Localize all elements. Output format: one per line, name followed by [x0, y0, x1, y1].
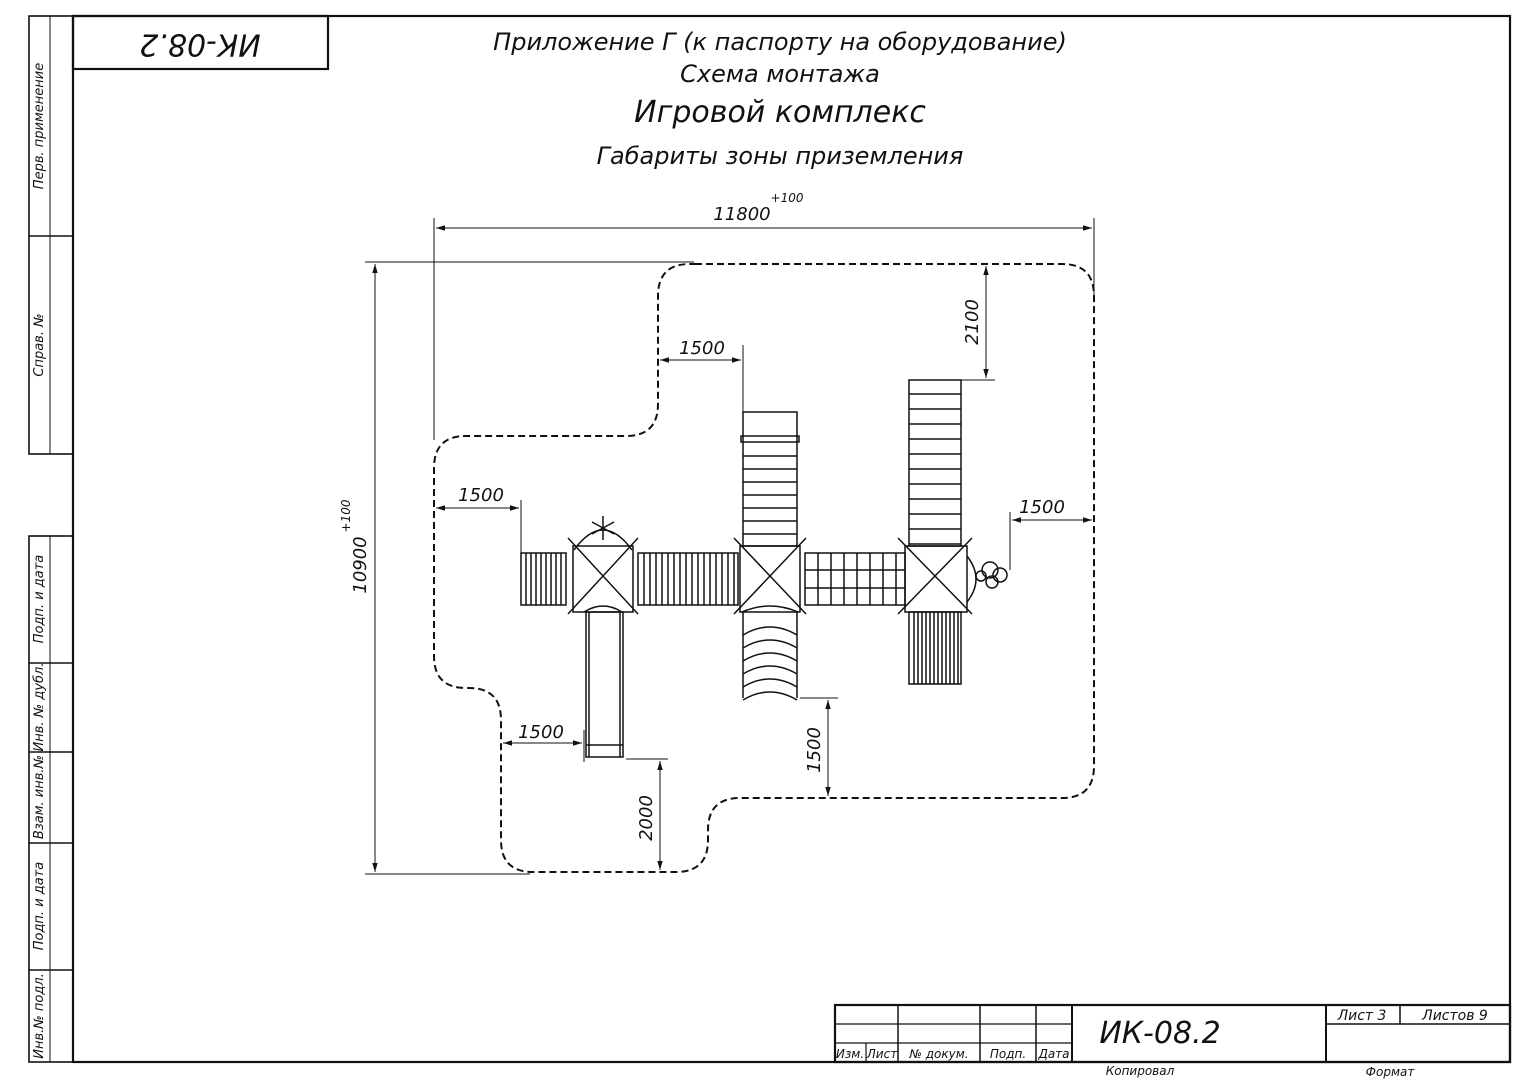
- dim-overall-width: 11800: [713, 204, 770, 225]
- tower-3: [897, 537, 977, 615]
- dim-overall-height-tol: +100: [339, 499, 353, 532]
- slide-1: [585, 611, 624, 758]
- net-tower-3: [908, 611, 962, 685]
- ladder-tower-3: [908, 379, 962, 547]
- title-block-texts: ИК-08.2 Лист 3 Листов 9 Изм. Лист № доку…: [836, 1008, 1488, 1079]
- rotated-code-label: ИК-08.2: [139, 27, 260, 62]
- tower-2: [733, 537, 807, 615]
- title-group: Приложение Г (к паспорту на оборудование…: [493, 28, 1067, 170]
- landing-zone-outline: [433, 263, 1095, 873]
- tb-n-dokum: № докум.: [908, 1047, 968, 1061]
- tb-izm: Изм.: [836, 1047, 864, 1061]
- tb-format: Формат: [1366, 1065, 1416, 1079]
- side-stamp-labels: Перв. применение Справ. № Подп. и дата И…: [32, 63, 47, 1059]
- side-label-podp-data-1: Подп. и дата: [32, 555, 47, 644]
- dim-left-offset: 1500: [458, 485, 504, 506]
- decor-wheel: [975, 561, 1008, 589]
- tb-data: Дата: [1037, 1047, 1069, 1061]
- side-label-perv-primen: Перв. применение: [32, 63, 47, 189]
- dim-bottom-left-offset: 1500: [518, 722, 564, 743]
- tb-list: Лист: [866, 1047, 898, 1061]
- dim-overall-width-tol: +100: [771, 191, 804, 205]
- dimension-labels: 11800 +100 10900 +100 1500 1500 1500 150…: [339, 191, 1065, 841]
- dimensions: [365, 218, 1095, 875]
- left-bridge: [520, 552, 567, 606]
- tower-1: [567, 516, 639, 615]
- dim-bottom-center-vertical: 1500: [804, 727, 825, 773]
- tb-kopiroval: Копировал: [1106, 1064, 1175, 1078]
- tb-sheets: Листов 9: [1421, 1008, 1488, 1024]
- title-line-3: Игровой комплекс: [634, 95, 926, 130]
- title-block: [833, 1003, 1512, 1064]
- bridge-2: [637, 552, 739, 606]
- title-line-2: Схема монтажа: [680, 60, 880, 88]
- side-label-inv-dubl: Инв. № дубл.: [32, 663, 47, 752]
- tb-doc-code: ИК-08.2: [1099, 1016, 1220, 1051]
- tb-sheet: Лист 3: [1337, 1008, 1387, 1024]
- dim-bottom-left-vertical: 2000: [636, 795, 657, 841]
- slide-tower-2: [742, 612, 798, 701]
- bridge-3: [804, 552, 906, 606]
- title-line-4: Габариты зоны приземления: [597, 142, 964, 170]
- dim-top-right-vertical: 2100: [962, 299, 983, 345]
- side-label-podp-data-2: Подп. и дата: [32, 862, 47, 951]
- title-line-1: Приложение Г (к паспорту на оборудование…: [493, 28, 1067, 56]
- tb-podp: Подп.: [990, 1047, 1026, 1061]
- dim-overall-height: 10900: [350, 536, 371, 593]
- side-label-inv-podl: Инв.№ подл.: [32, 973, 47, 1059]
- sheet-frame: [28, 14, 1512, 1064]
- ladder-tower-2: [740, 411, 800, 547]
- side-label-sprav: Справ. №: [32, 313, 47, 376]
- side-label-vzam-inv: Взам. инв.№: [32, 755, 47, 839]
- play-complex: [520, 379, 1008, 758]
- dim-right-offset: 1500: [1019, 497, 1065, 518]
- dim-top-offset: 1500: [679, 338, 725, 359]
